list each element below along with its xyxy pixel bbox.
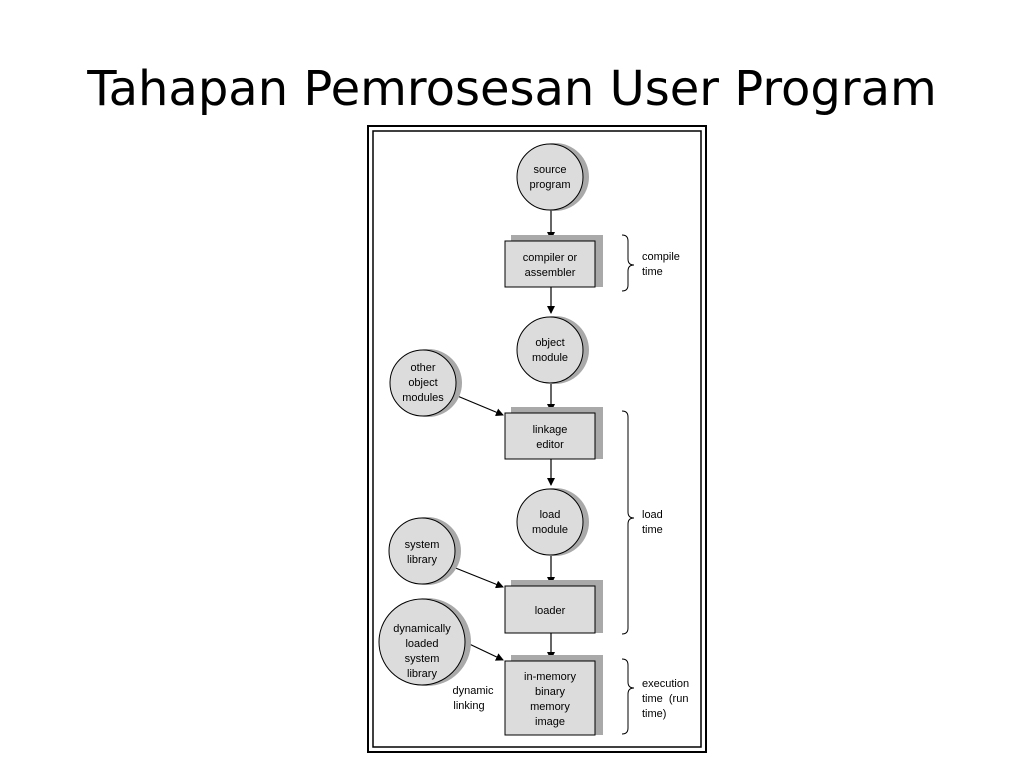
load-time-brace bbox=[621, 410, 635, 635]
arrow-system-library-to-loader bbox=[452, 566, 504, 589]
svg-text:loader: loader bbox=[535, 605, 566, 617]
frame-inner-border bbox=[372, 130, 702, 748]
loader-node: loader bbox=[504, 580, 603, 634]
compile-time-brace bbox=[621, 234, 635, 292]
execution-time-brace bbox=[621, 658, 635, 735]
arrow-other-modules-to-linkage bbox=[454, 394, 504, 416]
slide-title: Tahapan Pemrosesan User Program bbox=[87, 61, 937, 117]
